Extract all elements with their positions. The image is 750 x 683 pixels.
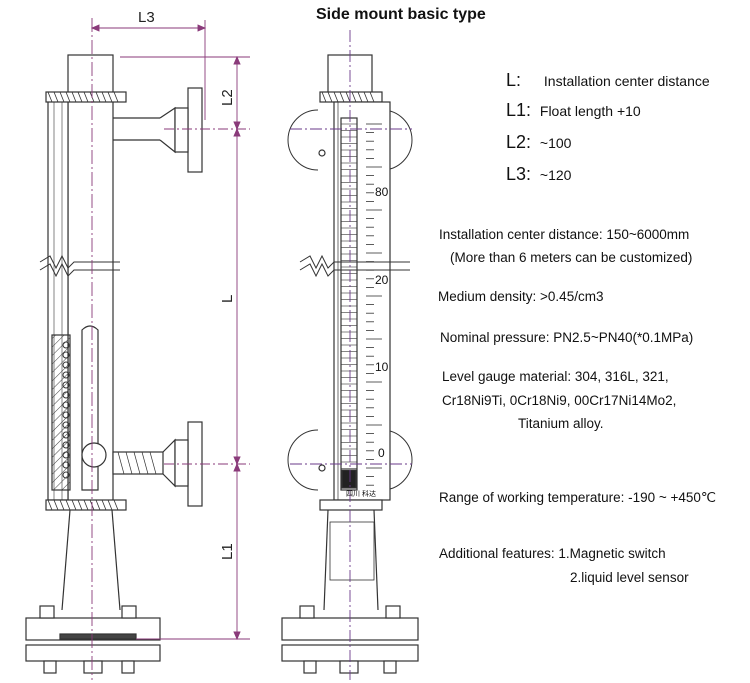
legend-key: L2: — [506, 132, 532, 152]
top-cap — [67, 54, 114, 94]
scale-mark-20: 20 — [375, 273, 389, 287]
spec-material-2: Cr18Ni9Ti, 0Cr18Ni9, 00Cr17Ni14Mo2, — [442, 393, 677, 408]
legend-key: L1: — [506, 100, 532, 120]
dim-label-l: L — [219, 295, 236, 303]
spec-density: Medium density: >0.45/cm3 — [438, 289, 604, 304]
legend-item-l: L: Installation center distance — [506, 70, 710, 91]
filled-flaps — [341, 469, 357, 489]
side-view-dimensions — [90, 18, 250, 680]
legend-text: Installation center distance — [543, 73, 710, 89]
front-view-centerlines — [290, 30, 412, 680]
legend-key: L3: — [506, 164, 532, 184]
page-title: Side mount basic type — [316, 6, 486, 23]
front-view — [281, 54, 419, 674]
spec-features-1: Additional features: 1.Magnetic switch — [439, 546, 666, 561]
flap-column — [340, 117, 358, 491]
spec-pressure: Nominal pressure: PN2.5~PN40(*0.1MPa) — [440, 330, 694, 345]
spec-features-2: 2.liquid level sensor — [570, 570, 689, 585]
side-view — [25, 54, 203, 674]
legend-text: Float length +10 — [539, 103, 641, 119]
legend-item-l2: L2: ~100 — [506, 132, 571, 153]
scale-ticks — [366, 123, 382, 486]
dim-label-l1: L1 — [219, 543, 236, 560]
legend-text: ~100 — [539, 135, 572, 151]
spec-material-3: Titanium alloy. — [518, 416, 604, 431]
upper-flange — [187, 87, 203, 173]
scale-mark-0: 0 — [378, 446, 385, 460]
scale-mark-80: 80 — [375, 185, 389, 199]
spec-install-distance: Installation center distance: 150~6000mm — [439, 227, 690, 242]
legend-item-l3: L3: ~120 — [506, 164, 571, 185]
flap-ticks — [341, 123, 357, 469]
spec-install-note: (More than 6 meters can be customized) — [450, 250, 693, 265]
dim-label-l2: L2 — [219, 89, 236, 106]
legend-key: L: — [506, 70, 522, 90]
legend-text: ~120 — [539, 167, 572, 183]
nameplate-label: 四川 科达 — [346, 489, 376, 498]
scale-mark-10: 10 — [375, 360, 389, 374]
float — [51, 334, 71, 491]
legend-item-l1: L1: Float length +10 — [506, 100, 641, 121]
nameplate-plate — [329, 521, 375, 581]
spec-temperature: Range of working temperature: -190 ~ +45… — [439, 490, 717, 505]
magnet-coils — [62, 341, 70, 479]
spec-material-1: Level gauge material: 304, 316L, 321, — [442, 369, 669, 384]
dim-label-l3: L3 — [138, 9, 155, 26]
